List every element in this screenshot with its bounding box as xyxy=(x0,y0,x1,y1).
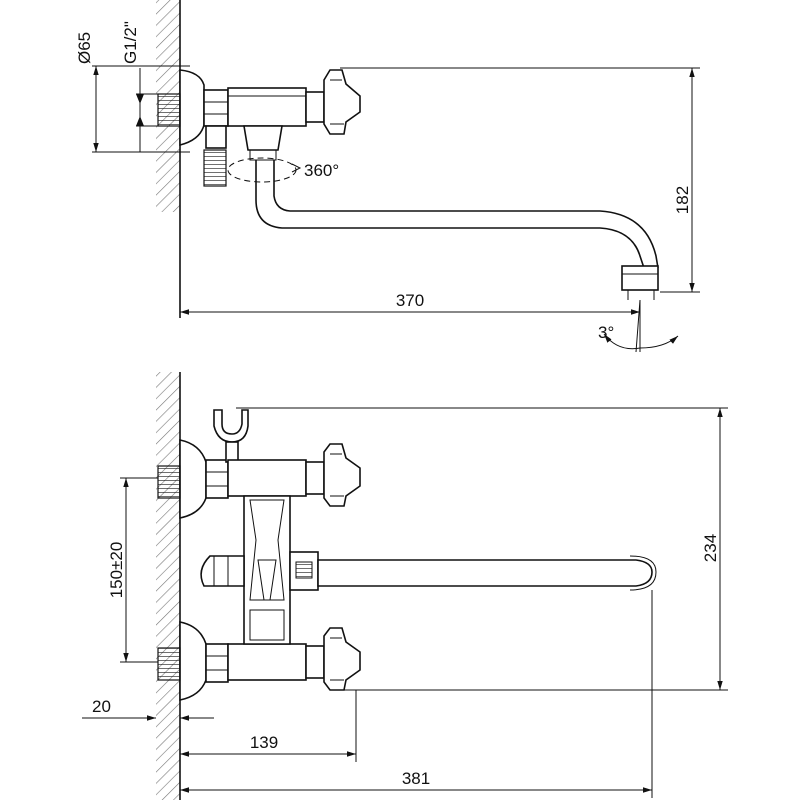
total-length-label: 381 xyxy=(402,769,430,788)
diverter-top xyxy=(205,125,227,149)
lower-flange xyxy=(179,621,207,701)
aerator-top xyxy=(621,265,659,291)
height-label-top: 182 xyxy=(673,186,692,214)
lower-nut xyxy=(205,643,229,683)
depth-label: 139 xyxy=(250,733,278,752)
wall-hatching-front xyxy=(156,372,180,800)
top-view: Ø65 G1/2" 360° 182 370 3° xyxy=(75,0,700,353)
front-view: 150±20 234 20 139 381 xyxy=(82,372,728,800)
angle-label: 3° xyxy=(598,323,614,342)
wall-offset-label: 20 xyxy=(92,697,111,716)
cross-handle-top xyxy=(323,69,361,135)
handle-stem-top xyxy=(305,91,325,123)
swivel-base-top xyxy=(243,125,283,151)
shower-holder xyxy=(213,409,249,443)
lower-cross-handle xyxy=(323,627,361,691)
upper-body-front xyxy=(227,459,307,497)
rotation-arrow xyxy=(291,163,302,173)
thread-label: G1/2" xyxy=(121,21,140,64)
spout-outer-top xyxy=(255,160,645,269)
diverter-knob-front xyxy=(200,555,245,587)
wall-flange-top xyxy=(179,69,205,147)
lower-handle-stem xyxy=(305,645,325,679)
length-label-top: 370 xyxy=(396,291,424,310)
rotation-ellipse xyxy=(227,157,297,183)
upper-handle-stem xyxy=(305,461,325,495)
spout-inner-top xyxy=(273,160,659,269)
upper-cross-handle xyxy=(323,443,361,507)
diameter-label: Ø65 xyxy=(75,32,94,64)
mixer-body-front xyxy=(243,495,291,645)
lower-body-front xyxy=(227,643,307,681)
height-label-front: 234 xyxy=(701,534,720,562)
thread-connector-top xyxy=(157,93,181,127)
valve-body-top xyxy=(227,87,307,127)
upper-flange xyxy=(179,439,207,519)
hex-nut-top xyxy=(203,89,229,127)
diverter-knob-top xyxy=(203,149,227,187)
rotation-label: 360° xyxy=(304,161,339,180)
lower-thread xyxy=(157,647,181,681)
spacing-label: 150±20 xyxy=(107,542,126,599)
upper-nut xyxy=(205,459,229,499)
spout-front xyxy=(317,559,653,587)
upper-thread xyxy=(157,465,181,499)
